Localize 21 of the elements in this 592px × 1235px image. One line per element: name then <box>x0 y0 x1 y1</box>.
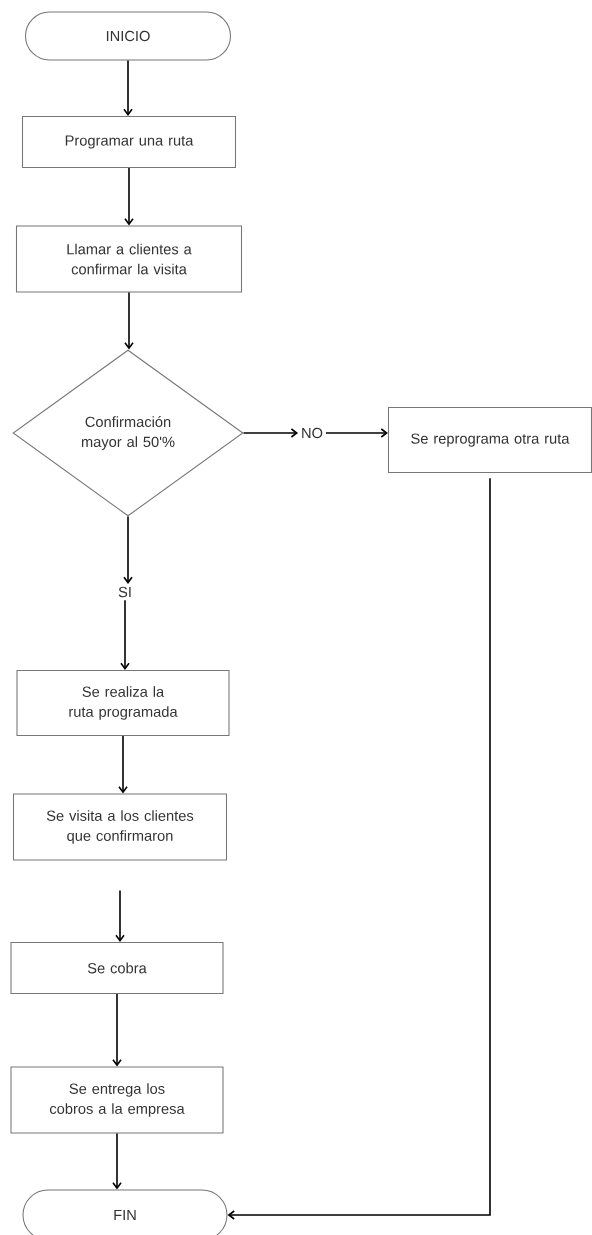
process-box: Se realiza la ruta programada <box>16 669 230 737</box>
process-box: Se cobra <box>10 941 224 995</box>
arrow <box>118 735 128 794</box>
arrow <box>123 515 133 584</box>
process-box: Programar una ruta <box>21 115 237 169</box>
arrow <box>115 889 125 942</box>
arrow <box>112 1132 122 1190</box>
arrow <box>124 291 134 350</box>
branch-label: SI <box>118 586 131 598</box>
arrow <box>123 59 133 116</box>
arrow <box>242 428 299 438</box>
arrow <box>120 599 130 670</box>
process-box: Se visita a los clientes que confirmaron <box>12 793 228 861</box>
arrow <box>124 167 134 226</box>
arrow <box>325 428 388 438</box>
arrow <box>112 993 122 1067</box>
branch-label: NO <box>302 427 323 439</box>
process-box: Se reprograma otra ruta <box>387 406 592 474</box>
process-box: Llamar a clientes a confirmar la visita <box>15 225 243 293</box>
process-box: Se entrega los cobros a la empresa <box>10 1066 224 1134</box>
arrow <box>227 477 491 1220</box>
